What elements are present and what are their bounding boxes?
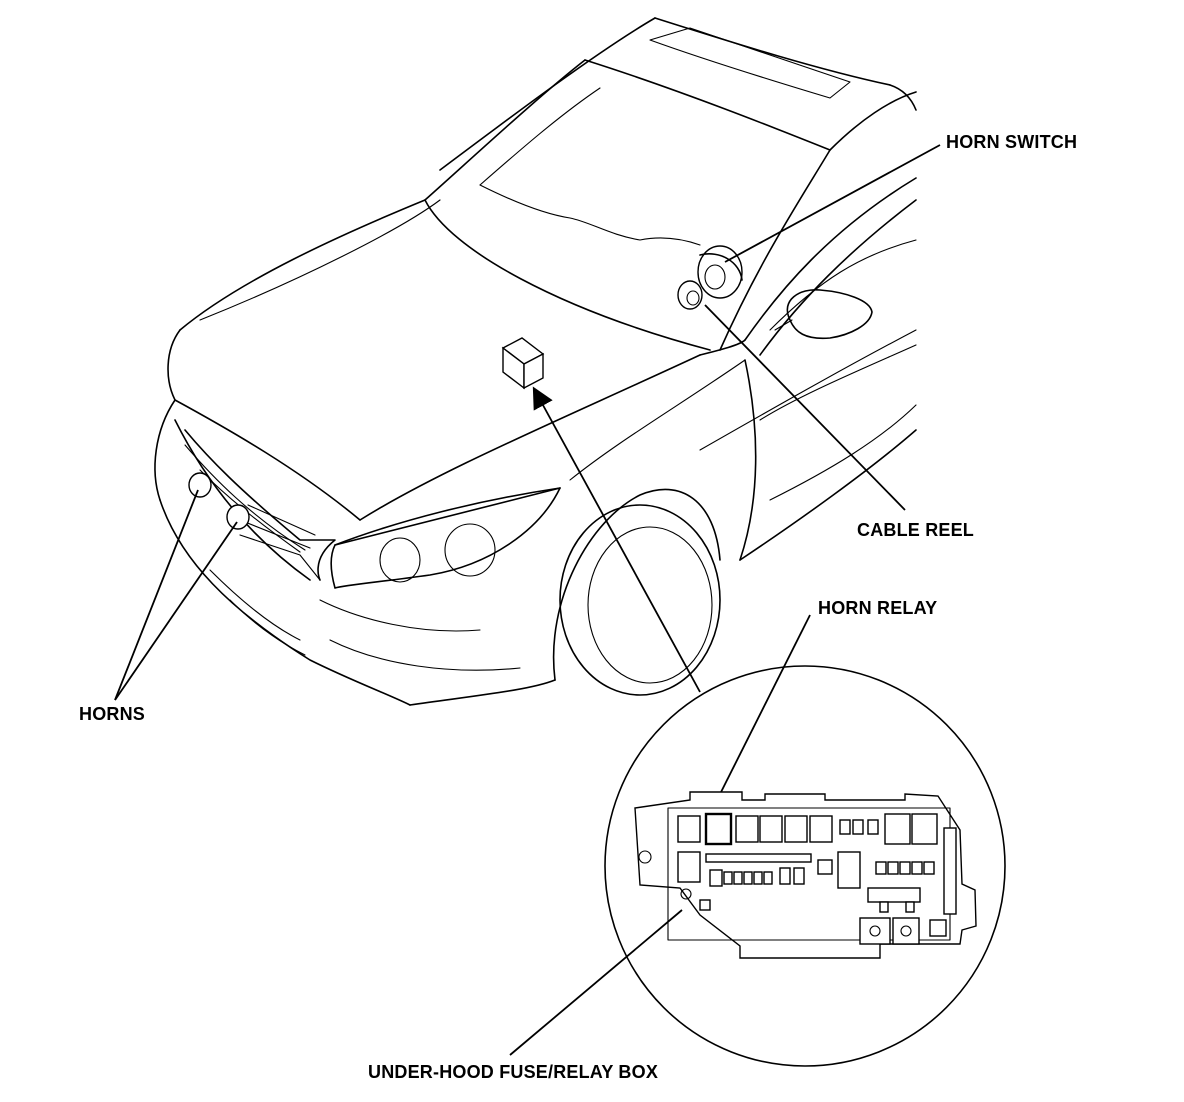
horns-icon (188, 472, 250, 530)
cable-reel-icon (677, 280, 703, 310)
label-cable-reel: CABLE REEL (857, 520, 975, 540)
fuse-box-detail (634, 791, 977, 959)
detail-circle (604, 665, 1006, 1067)
label-horns: HORNS (79, 704, 146, 724)
label-horn-switch: HORN SWITCH (946, 132, 1078, 152)
label-fuse-box: UNDER-HOOD FUSE/RELAY BOX (368, 1062, 659, 1082)
horn-switch-icon (697, 245, 743, 299)
label-horn-relay: HORN RELAY (818, 598, 938, 618)
leader-lines (114, 144, 941, 1056)
fuse-box-icon (501, 337, 545, 390)
car-body (154, 17, 917, 706)
